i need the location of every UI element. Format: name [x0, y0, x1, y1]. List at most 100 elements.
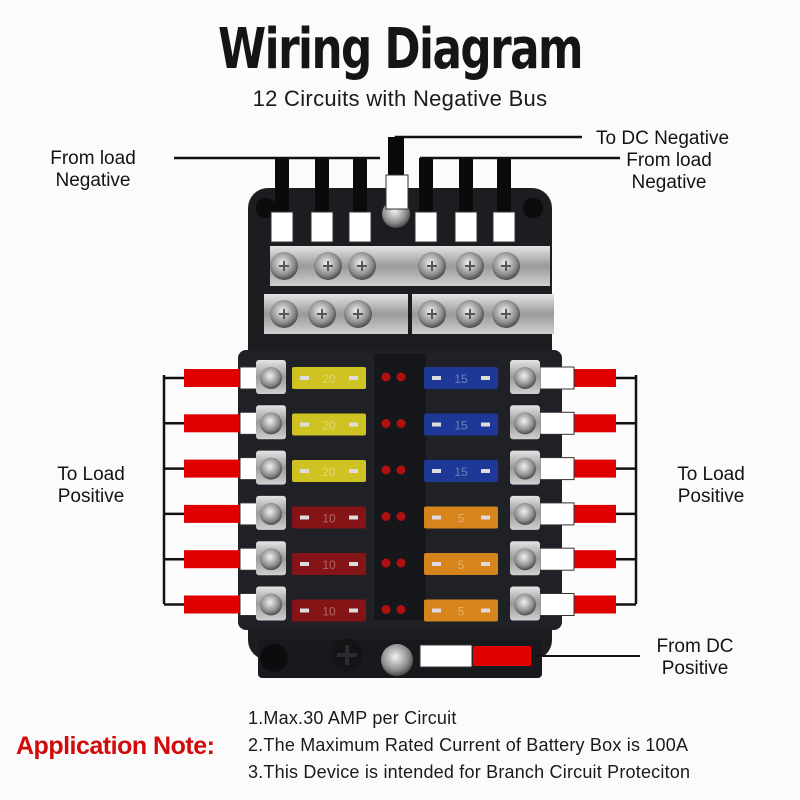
fuse-body [292, 553, 366, 575]
screw-slot [427, 261, 437, 271]
fuse-blade [349, 515, 358, 520]
fuse-rating: 10 [322, 605, 336, 619]
note-line-3: 3.This Device is intended for Branch Cir… [248, 762, 691, 782]
fuse-rating: 20 [322, 465, 336, 479]
positive-wire [184, 414, 240, 433]
screw-icon [514, 457, 536, 480]
label-line: To Load [57, 464, 125, 485]
application-note-lines: 1.Max.30 AMP per Circuit 2.The Maximum R… [248, 705, 690, 786]
blade-fuse[interactable]: 15 [424, 460, 498, 482]
fuse-blade [481, 515, 490, 520]
blade-fuse[interactable]: 20 [292, 460, 366, 482]
screw-slot [465, 261, 475, 271]
label-line: Positive [57, 486, 125, 507]
screw-slot [465, 309, 475, 319]
led-indicator [381, 419, 391, 428]
blade-fuse[interactable]: 10 [292, 506, 366, 529]
blade-fuse[interactable]: 5 [424, 553, 498, 575]
blade-fuse[interactable]: 20 [292, 413, 366, 436]
fuse-body [424, 506, 498, 529]
page-title: Wiring Diagram [218, 17, 583, 82]
positive-terminal [539, 457, 575, 481]
blade-fuse[interactable]: 5 [424, 506, 498, 529]
positive-wire [574, 369, 616, 387]
application-note-title: Application Note: [16, 732, 215, 760]
screw-icon [514, 502, 536, 525]
dc-positive-terminal [419, 644, 473, 668]
label-line: To Load [677, 464, 745, 485]
positive-wire [184, 504, 240, 523]
led-indicator [396, 465, 406, 475]
screw-icon [260, 548, 282, 571]
negative-terminal [348, 211, 372, 243]
fuse-blade [432, 608, 441, 613]
positive-wire [184, 369, 240, 387]
positive-stud-icon [381, 644, 413, 676]
fuse-blade [432, 562, 441, 566]
screw-icon [514, 412, 536, 435]
dc-positive-wire [473, 646, 531, 666]
fuse-blade [481, 608, 490, 613]
blade-fuse[interactable]: 5 [424, 599, 498, 622]
positive-wire [184, 550, 240, 569]
cross-icon [337, 645, 357, 665]
negative-terminal [454, 211, 478, 243]
fuse-rating: 10 [322, 512, 336, 526]
screw-slot [279, 261, 289, 271]
screw-icon [260, 412, 282, 435]
fuse-rating: 5 [458, 605, 465, 619]
to-load-positive-left-label: To Load Positive [36, 464, 146, 508]
negative-terminal [270, 211, 294, 243]
positive-wire [574, 550, 616, 569]
negative-wire [419, 158, 433, 212]
negative-terminal [492, 211, 516, 243]
screw-icon [514, 548, 536, 571]
screw-slot [353, 309, 363, 319]
label-line: Positive [661, 658, 729, 679]
fuse-blade [432, 422, 441, 427]
from-dc-positive-label: From DC Positive [640, 636, 750, 680]
fuse-blade [300, 376, 309, 380]
positive-wire [184, 595, 240, 614]
blade-fuse[interactable]: 20 [292, 367, 366, 389]
blade-fuse[interactable]: 10 [292, 599, 366, 622]
led-indicator [396, 558, 406, 568]
note-line-2: 2.The Maximum Rated Current of Battery B… [248, 735, 689, 755]
fuse-rating: 10 [322, 558, 336, 572]
fuse-blade [349, 469, 358, 473]
fuse-body [292, 460, 366, 482]
fuse-blade [300, 515, 309, 520]
positive-wire [574, 414, 616, 433]
led-indicator [381, 558, 391, 568]
label-line: From DC [656, 636, 734, 657]
blade-fuse[interactable]: 10 [292, 553, 366, 575]
led-indicator [381, 512, 391, 521]
negative-wire [497, 158, 511, 212]
fuse-body [292, 413, 366, 436]
negative-wire [315, 158, 329, 212]
negative-wire [353, 158, 367, 212]
mount-hole-icon [523, 198, 543, 218]
screw-icon [260, 593, 282, 616]
blade-fuse[interactable]: 15 [424, 367, 498, 389]
blade-fuse[interactable]: 15 [424, 413, 498, 436]
screw-icon [260, 367, 282, 389]
led-indicator [396, 512, 406, 521]
led-indicator [381, 465, 391, 475]
fuse-blade [432, 469, 441, 473]
fuse-blade [481, 562, 490, 566]
to-dc-negative-label: To DC Negative [596, 128, 730, 149]
negative-wire [275, 158, 289, 212]
fuse-blade [432, 515, 441, 520]
positive-terminal [539, 366, 575, 390]
screw-slot [279, 309, 289, 319]
label-line: From load [626, 150, 712, 171]
note-line-1: 1.Max.30 AMP per Circuit [248, 708, 457, 728]
fuse-body [424, 367, 498, 389]
positive-wire [184, 459, 240, 478]
led-indicator [381, 372, 391, 382]
fuse-rating: 15 [454, 419, 468, 433]
screw-slot [357, 261, 367, 271]
negative-terminal [310, 211, 334, 243]
